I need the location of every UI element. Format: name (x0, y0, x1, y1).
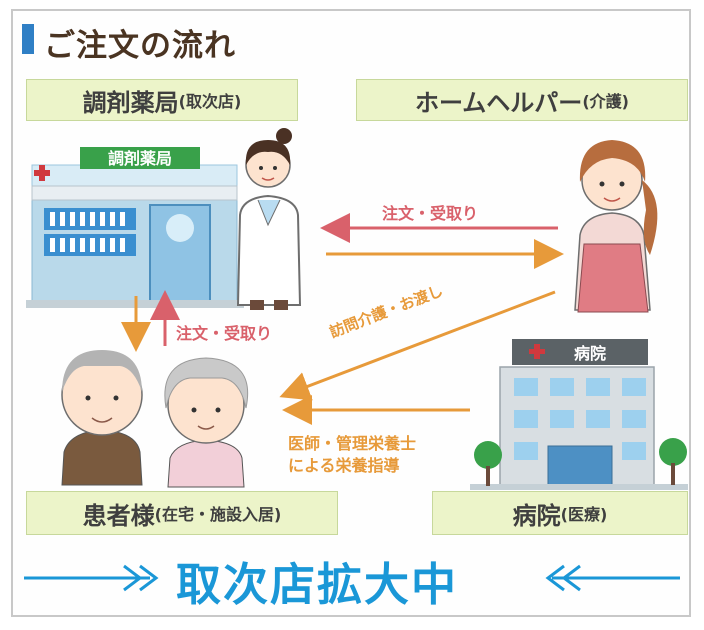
patients-label: 患者様 (在宅・施設入居) (26, 491, 338, 535)
patients-label-main: 患者様 (82, 501, 155, 530)
pharmacy-label-main: 調剤薬局 (82, 88, 179, 117)
pharmacy-sign-text: 調剤薬局 (108, 149, 172, 168)
banner-right-arrow-icon (545, 564, 680, 592)
hospital-label-main: 病院 (512, 501, 561, 530)
hospital-sign-text: 病院 (574, 344, 606, 363)
pharmacy-label: 調剤薬局 (取次店) (26, 79, 298, 121)
home-helper-figure-icon (574, 140, 658, 313)
hospital-label: 病院 (医療) (432, 491, 688, 535)
order-receive-label-top: 注文・受取り (382, 204, 479, 223)
home-helper-label-main: ホームヘルパー (415, 88, 583, 117)
banner-left-arrow-icon (24, 564, 159, 592)
pharmacist-figure-icon (236, 128, 302, 310)
pharmacy-building-icon (26, 164, 244, 308)
patients-label-sub: (在宅・施設入居) (154, 505, 282, 524)
home-helper-label: ホームヘルパー (介護) (356, 79, 688, 121)
nutrition-label-line1: 医師・管理栄養士 (288, 434, 417, 453)
home-helper-label-sub: (介護) (582, 92, 629, 111)
hospital-label-sub: (医療) (560, 505, 608, 524)
title-accent-bar (22, 24, 34, 54)
hospital-building-icon (470, 366, 688, 490)
elderly-woman-figure-icon (164, 357, 249, 488)
banner-text: 取次店拡大中 (176, 558, 459, 611)
elderly-man-figure-icon (61, 350, 143, 486)
pharmacy-label-sub: (取次店) (178, 92, 242, 111)
order-receive-label-left: 注文・受取り (176, 324, 273, 343)
page-title: ご注文の流れ (44, 28, 236, 64)
nutrition-label-line2: による栄養指導 (288, 456, 400, 475)
pharmacy-sign (80, 147, 200, 169)
visit-arrow-helper-to-patients (279, 290, 556, 401)
